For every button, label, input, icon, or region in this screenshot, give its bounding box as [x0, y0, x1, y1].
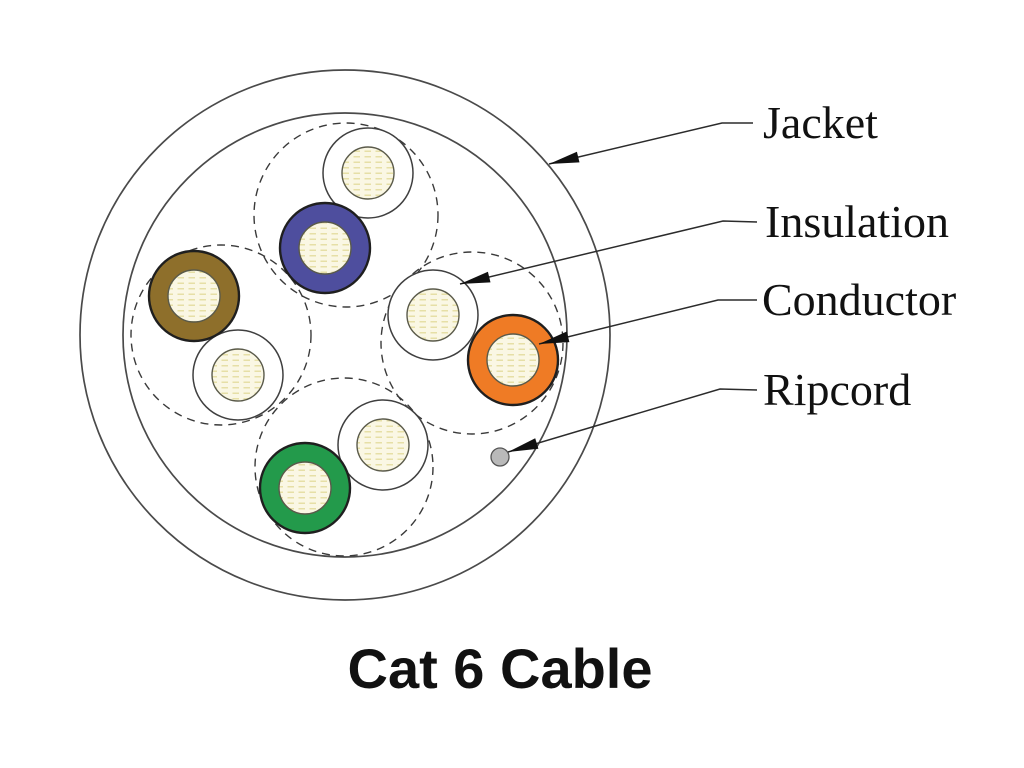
conductor-arrowhead-icon: [539, 331, 570, 344]
jacket-arrowhead-icon: [549, 151, 580, 164]
pair-circle-top: [253, 122, 439, 308]
conductor-brown: [167, 269, 221, 323]
ripcord-leader-line: [507, 388, 758, 453]
wire-brown: [147, 249, 241, 343]
ripcord-arrowhead-icon: [508, 438, 539, 452]
pair-circle-right: [380, 251, 564, 435]
wire-white-right: [387, 269, 479, 361]
wire-white-top: [322, 127, 414, 219]
wire-green: [258, 441, 352, 535]
ripcord-label: Ripcord: [763, 364, 911, 415]
wire-orange: [466, 313, 560, 407]
pair-circle-left: [130, 244, 312, 426]
wire-blue: [278, 201, 372, 295]
ripcord-dot: [490, 447, 510, 467]
conductor-orange: [486, 333, 540, 387]
conductor-white-left: [211, 348, 265, 402]
wire-white-left: [192, 329, 284, 421]
insulation-arrowhead-icon: [460, 271, 491, 284]
insulation-label: Insulation: [765, 196, 949, 247]
jacket-label: Jacket: [763, 97, 878, 148]
conductor-white-right: [406, 288, 460, 342]
jacket-outer-circle: [79, 69, 611, 601]
conductor-green: [278, 461, 332, 515]
conductor-white-top: [341, 146, 395, 200]
conductor-blue: [298, 221, 352, 275]
conductor-label: Conductor: [762, 274, 956, 325]
conductor-white-bottom: [356, 418, 410, 472]
pair-circle-bottom: [254, 377, 434, 557]
insulation-leader-line: [459, 220, 758, 285]
jacket-leader-line: [548, 122, 753, 165]
wire-white-bottom: [337, 399, 429, 491]
diagram-title: Cat 6 Cable: [348, 637, 653, 700]
conductor-leader-line: [538, 299, 757, 345]
